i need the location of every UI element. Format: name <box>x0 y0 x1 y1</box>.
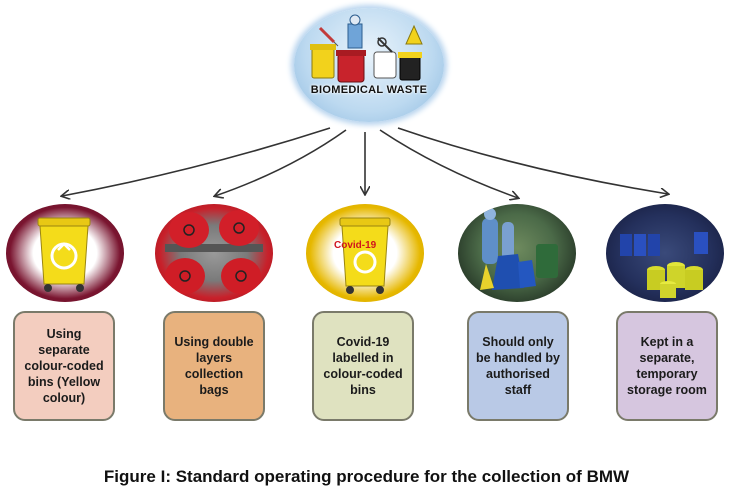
waste-bins-collage-icon <box>310 14 423 83</box>
step-2-image <box>155 204 273 302</box>
step-2-box: Using double layers collection bags <box>163 311 265 421</box>
step-1-text: Using separate colour-coded bins (Yellow… <box>24 327 104 405</box>
red-bags-icon <box>165 210 263 294</box>
step-4-image <box>458 204 576 302</box>
arrow-5 <box>397 127 668 194</box>
step-4-text: Should only be handled by authorised sta… <box>475 335 561 397</box>
covid-badge: Covid-19 <box>334 240 377 251</box>
step-3-image: Covid-19 <box>306 204 424 302</box>
arrow-1 <box>62 127 331 196</box>
arrow-2 <box>215 129 347 196</box>
step-1-image <box>6 204 124 302</box>
step-5-image <box>606 204 724 302</box>
step-1-box: Using separate colour-coded bins (Yellow… <box>13 311 115 421</box>
covid-yellow-bin-icon <box>339 217 391 294</box>
staff-handling-bags-icon <box>480 208 558 290</box>
center-label: BIOMEDICAL WASTE <box>310 84 428 96</box>
step-4-box: Should only be handled by authorised sta… <box>467 311 569 421</box>
arrow-4 <box>379 129 518 198</box>
step-2-text: Using double layers collection bags <box>174 335 254 397</box>
figure-caption: Figure I: Standard operating procedure f… <box>103 467 630 486</box>
step-5-text: Kept in a separate, temporary storage ro… <box>627 335 707 397</box>
biomedical-waste-image: BIOMEDICAL WASTE <box>294 8 444 122</box>
step-3-box: Covid-19 labelled in colour-coded bins <box>312 311 414 421</box>
storage-room-bins-icon <box>620 232 708 298</box>
yellow-bin-icon <box>37 217 91 292</box>
step-5-box: Kept in a separate, temporary storage ro… <box>616 311 718 421</box>
step-3-text: Covid-19 labelled in colour-coded bins <box>323 335 403 397</box>
